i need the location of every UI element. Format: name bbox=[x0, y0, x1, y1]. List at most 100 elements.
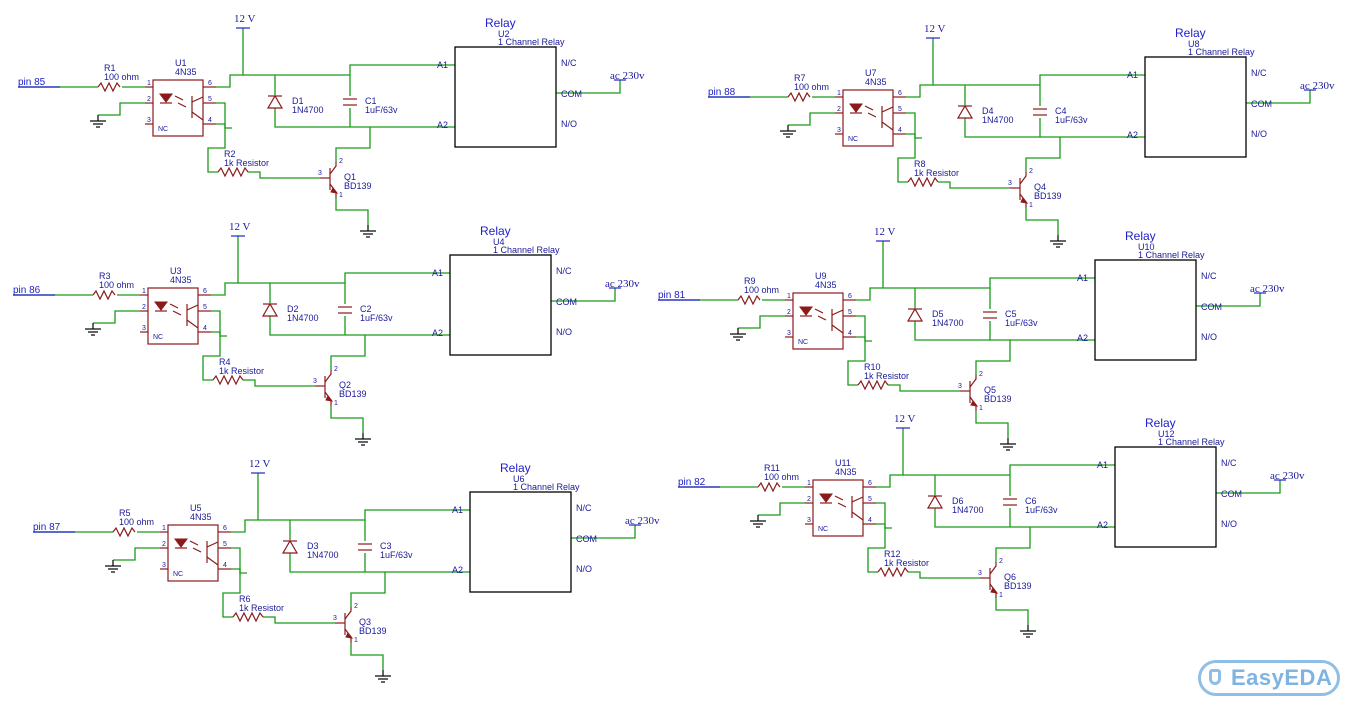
opto-nc-label: NC bbox=[848, 136, 858, 143]
transistor-pin-number: 1 bbox=[979, 405, 983, 412]
optocoupler-ref: U7 bbox=[865, 68, 877, 78]
led-triangle-icon bbox=[799, 306, 813, 316]
opto-pin-number: 1 bbox=[162, 525, 166, 532]
ac-label: ac 230v bbox=[625, 515, 660, 527]
relay-title: Relay bbox=[485, 16, 516, 30]
wire bbox=[238, 272, 450, 284]
wire bbox=[856, 315, 872, 342]
relay-body bbox=[1144, 56, 1247, 158]
transistor-ref: Q6 bbox=[1004, 572, 1016, 582]
input-resistor-ref: R7 bbox=[794, 73, 806, 83]
opto-nc-label: NC bbox=[173, 571, 183, 578]
transistor-part: BD139 bbox=[339, 389, 367, 399]
base-resistor bbox=[877, 566, 909, 578]
wire bbox=[1025, 208, 1059, 235]
opto-pin-number: 5 bbox=[898, 106, 902, 113]
opto-pin-number: 4 bbox=[208, 117, 212, 124]
wire bbox=[906, 38, 934, 98]
base-resistor-value: 1k Resistor bbox=[224, 158, 269, 168]
transistor-pin-number: 2 bbox=[339, 158, 343, 165]
transistor-pin-number: 2 bbox=[979, 371, 983, 378]
transistor-part: BD139 bbox=[984, 394, 1012, 404]
diode-triangle-icon bbox=[261, 302, 279, 317]
ac-label: ac 230v bbox=[1270, 470, 1305, 482]
relay-pin-a1: A1 bbox=[1127, 70, 1138, 80]
supply-label: 12 V bbox=[894, 413, 916, 425]
base-resistor-ref: R10 bbox=[864, 362, 881, 372]
relay-part: 1 Channel Relay bbox=[1158, 437, 1225, 447]
relay-pin-a1: A1 bbox=[437, 60, 448, 70]
input-pin-label: pin 81 bbox=[658, 290, 686, 301]
relay-ref: U8 bbox=[1188, 39, 1200, 49]
base-resistor-ref: R12 bbox=[884, 549, 901, 559]
diode-ref: D3 bbox=[307, 541, 319, 551]
transistor-pin-number: 3 bbox=[333, 615, 337, 622]
relay-pin-a2: A2 bbox=[452, 565, 463, 575]
base-resistor bbox=[212, 374, 244, 386]
relay-pin-nc: N/C bbox=[1201, 271, 1217, 281]
diode-ref: D5 bbox=[932, 309, 944, 319]
wire bbox=[248, 171, 320, 179]
transistor-part: BD139 bbox=[1004, 581, 1032, 591]
diode-part: 1N4700 bbox=[287, 313, 319, 323]
wire bbox=[113, 547, 160, 561]
optocoupler-ref: U1 bbox=[175, 58, 187, 68]
base-resistor-ref: R4 bbox=[219, 357, 231, 367]
diode-ref: D4 bbox=[982, 106, 994, 116]
opto-pin-number: 2 bbox=[837, 106, 841, 113]
transistor-ref: Q5 bbox=[984, 385, 996, 395]
optocoupler-part: 4N35 bbox=[190, 512, 212, 522]
optocoupler-part: 4N35 bbox=[865, 77, 887, 87]
capacitor-ref: C6 bbox=[1025, 496, 1037, 506]
wire bbox=[995, 598, 1029, 625]
diode-part: 1N4700 bbox=[292, 105, 324, 115]
diode-triangle-icon bbox=[906, 307, 924, 322]
input-resistor bbox=[112, 526, 136, 538]
opto-nc-label: NC bbox=[798, 339, 808, 346]
wire bbox=[211, 236, 239, 296]
optocoupler-body bbox=[152, 79, 204, 137]
wire bbox=[975, 411, 1009, 438]
wire bbox=[938, 181, 1010, 189]
base-resistor bbox=[857, 379, 889, 391]
relay-title: Relay bbox=[480, 224, 511, 238]
phototransistor-legs bbox=[881, 106, 894, 131]
capacitor-ref: C3 bbox=[380, 541, 392, 551]
relay-ref: U6 bbox=[513, 474, 525, 484]
base-resistor-ref: R2 bbox=[224, 149, 236, 159]
relay-pin-no: N/O bbox=[576, 564, 592, 574]
optocoupler-body bbox=[812, 479, 864, 537]
base-resistor-value: 1k Resistor bbox=[864, 371, 909, 381]
relay-body bbox=[1114, 446, 1217, 548]
wire bbox=[788, 112, 835, 126]
light-arrow-icon bbox=[834, 495, 847, 508]
wire bbox=[1216, 480, 1281, 494]
led-triangle-icon bbox=[819, 493, 833, 503]
transistor-pin-number: 1 bbox=[1029, 202, 1033, 209]
relay-pin-a2: A2 bbox=[1097, 520, 1108, 530]
emitter-arrow-icon bbox=[1020, 197, 1029, 204]
opto-pin-number: 1 bbox=[787, 293, 791, 300]
transistor-part: BD139 bbox=[344, 181, 372, 191]
base-resistor-value: 1k Resistor bbox=[914, 168, 959, 178]
wire bbox=[847, 336, 866, 386]
transistor-pin-number: 1 bbox=[339, 192, 343, 199]
input-resistor bbox=[787, 91, 811, 103]
input-resistor bbox=[757, 481, 781, 493]
wire bbox=[1196, 293, 1261, 307]
optocoupler-part: 4N35 bbox=[815, 280, 837, 290]
relay-part: 1 Channel Relay bbox=[513, 482, 580, 492]
ac-label: ac 230v bbox=[1300, 80, 1335, 92]
diode-part: 1N4700 bbox=[952, 505, 984, 515]
wire bbox=[330, 406, 364, 433]
wire bbox=[211, 310, 227, 337]
wire bbox=[1246, 90, 1311, 104]
wire bbox=[335, 127, 371, 162]
opto-pin-number: 5 bbox=[208, 96, 212, 103]
relay-part: 1 Channel Relay bbox=[1188, 47, 1255, 57]
light-arrow-icon bbox=[189, 540, 202, 553]
wire bbox=[906, 112, 922, 139]
optocoupler-part: 4N35 bbox=[170, 275, 192, 285]
